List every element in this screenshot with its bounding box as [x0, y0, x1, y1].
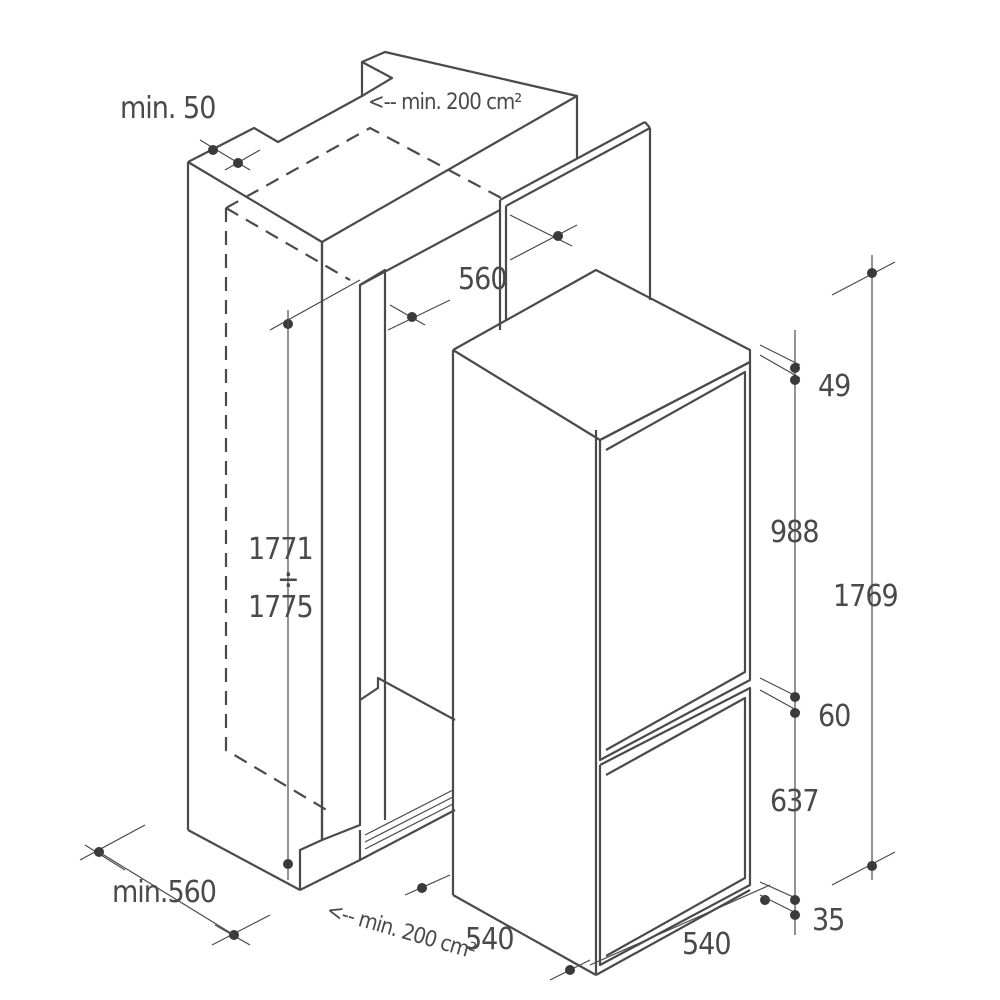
cabinet-outline [186, 50, 652, 891]
fridge-outline [451, 268, 752, 976]
appliance-width-label: 540 [465, 922, 515, 957]
niche-height-max-label: 1775 [248, 590, 314, 625]
total-height-label: 1769 [833, 579, 899, 614]
appliance-depth-label: 540 [682, 927, 732, 962]
niche-height-min-label: 1771 [248, 532, 314, 567]
min-50-label: min. 50 [120, 91, 216, 126]
lower-door-label: 637 [770, 784, 820, 819]
top-gap-label: 49 [818, 369, 851, 404]
niche-width-label: min.560 [112, 875, 217, 910]
door-gap-label: 60 [818, 699, 851, 734]
upper-door-label: 988 [770, 515, 820, 550]
niche-height-separator: ÷ [277, 562, 300, 597]
vent-top-label: <-- min. 200 cm² [368, 90, 522, 115]
dimension-lines [79, 139, 896, 981]
niche-dashed-outline [224, 126, 506, 813]
niche-depth-label: 560 [458, 262, 508, 297]
bottom-gap-label: 35 [812, 903, 845, 938]
